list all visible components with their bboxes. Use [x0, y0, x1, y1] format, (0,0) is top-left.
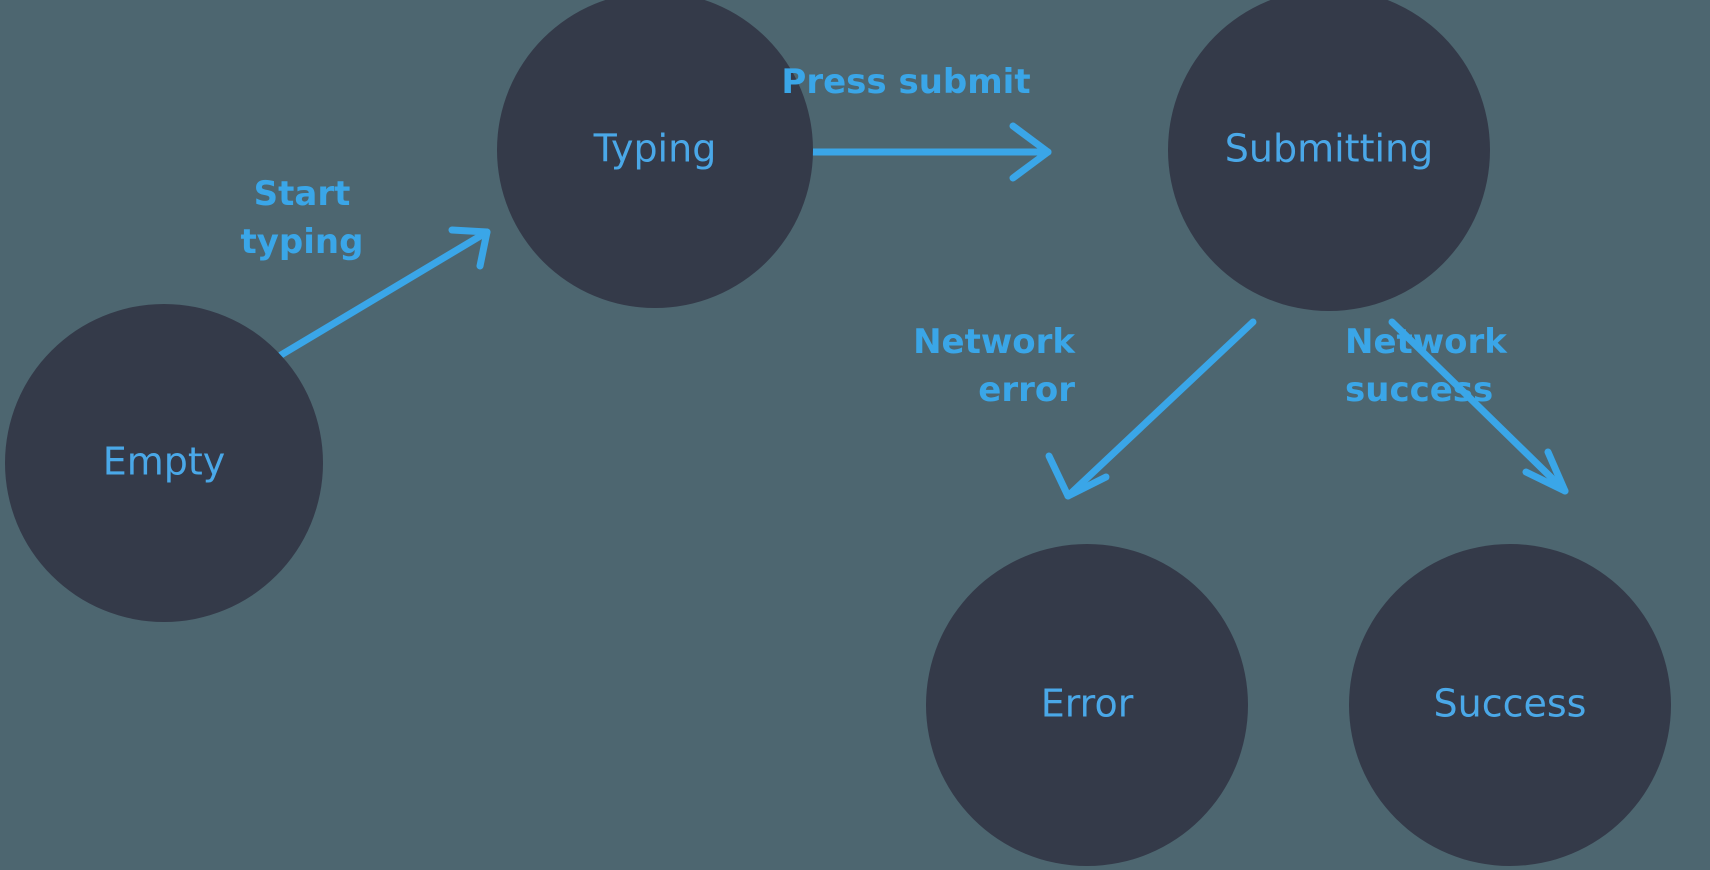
- state-node-typing[interactable]: Typing: [497, 0, 813, 308]
- state-circle-empty[interactable]: [5, 304, 323, 622]
- state-node-submitting[interactable]: Submitting: [1168, 0, 1490, 311]
- transition-label-line: error: [978, 370, 1075, 410]
- transition-label-line: Press submit: [781, 62, 1030, 102]
- state-circle-success[interactable]: [1349, 544, 1671, 866]
- transition-line-network-success: [1388, 318, 1569, 495]
- state-label-submitting: Submitting: [1225, 127, 1433, 171]
- state-label-success: Success: [1434, 682, 1587, 726]
- arrowhead-icon: [1009, 122, 1052, 182]
- arrowhead-icon: [448, 226, 491, 270]
- state-circle-error[interactable]: [926, 544, 1248, 866]
- transition-label-press-submit: Press submit: [781, 62, 1030, 102]
- transition-network-error: [1045, 318, 1257, 500]
- state-node-empty[interactable]: Empty: [5, 304, 323, 622]
- transition-start-typing: [277, 226, 491, 359]
- state-label-typing: Typing: [593, 127, 717, 171]
- transition-label-line: Network: [913, 322, 1076, 362]
- state-node-error[interactable]: Error: [926, 544, 1248, 866]
- transition-line-start-typing: [277, 228, 491, 359]
- transition-label-line: Network: [1345, 322, 1508, 362]
- state-node-success[interactable]: Success: [1349, 544, 1671, 866]
- transition-label-line: Start: [254, 174, 351, 214]
- state-label-error: Error: [1041, 682, 1134, 726]
- transition-label-line: success: [1345, 370, 1493, 410]
- state-circle-typing[interactable]: [497, 0, 813, 308]
- transition-line-network-error: [1064, 318, 1257, 500]
- state-label-empty: Empty: [103, 440, 226, 484]
- transition-label-start-typing: Start typing: [241, 174, 364, 262]
- transition-label-network-success: Network success: [1345, 322, 1508, 410]
- arrowhead-icon: [1045, 452, 1110, 500]
- state-circle-submitting[interactable]: [1168, 0, 1490, 311]
- arrowhead-icon: [1522, 448, 1569, 495]
- transition-network-success: [1388, 318, 1569, 495]
- transition-label-network-error: Network error: [913, 322, 1076, 410]
- transition-label-line: typing: [241, 222, 364, 262]
